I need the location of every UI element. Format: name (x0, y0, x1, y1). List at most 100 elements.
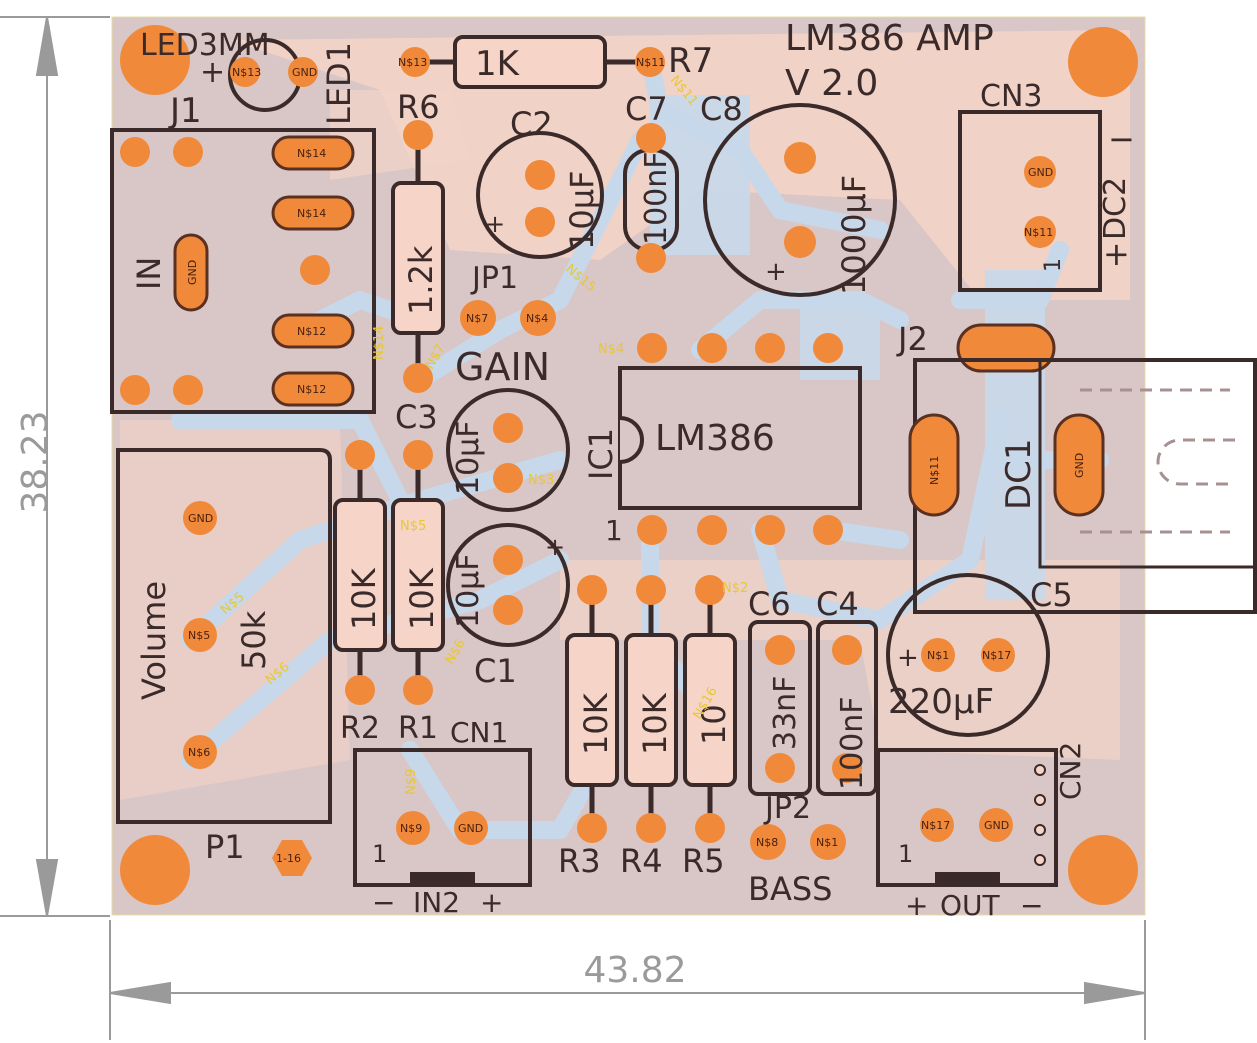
r2-name: R2 (340, 711, 380, 746)
svg-text:N$12: N$12 (297, 325, 326, 338)
led-plus: + (200, 55, 225, 90)
jp2-label: BASS (748, 870, 832, 908)
mounting-hole-bottom-right (1068, 835, 1138, 905)
c4-name: C4 (816, 585, 859, 623)
c7-value: 100nF (639, 151, 674, 245)
c4-value: 100nF (835, 696, 870, 790)
svg-text:N$14: N$14 (297, 207, 326, 220)
svg-text:N$11: N$11 (1024, 226, 1053, 239)
c3-name: C3 (395, 398, 438, 436)
led-package: LED3MM (140, 28, 270, 63)
svg-text:+: + (897, 643, 919, 673)
mounting-hole-bottom-left (120, 835, 190, 905)
c8-capacitor: C8 1000µF + (700, 90, 897, 297)
cn2-minus: − (1020, 889, 1043, 922)
cn3-plus: + (1103, 235, 1130, 273)
jp1-label: GAIN (455, 345, 550, 389)
svg-text:N$9: N$9 (404, 769, 419, 795)
svg-text:N$17: N$17 (982, 649, 1011, 662)
r6-name: R6 (397, 88, 440, 126)
c6-name: C6 (748, 585, 791, 623)
svg-text:N$7: N$7 (466, 312, 488, 325)
c7-name: C7 (625, 90, 668, 128)
r2-value: 10K (345, 567, 383, 630)
ic1-name: IC1 (582, 428, 620, 480)
svg-text:N$11: N$11 (636, 56, 665, 69)
svg-text:N$4: N$4 (598, 342, 624, 357)
c5-capacitor: C5 220µF + N$1 N$17 (886, 573, 1073, 737)
c1-value: 10µF (451, 553, 486, 628)
c8-value: 1000µF (835, 175, 873, 295)
jp1-jumper: JP1 GAIN N$7 N$4 (455, 261, 556, 389)
svg-text:N$2: N$2 (722, 581, 748, 596)
c2-capacitor: C2 10µF + (476, 105, 604, 259)
cn1-label: IN2 (413, 886, 460, 919)
r1-resistor: 10K R1 (391, 440, 445, 746)
dc1-jack: DC1 N$11 GND (908, 358, 1257, 614)
cn2-plus: + (905, 889, 928, 922)
svg-text:1-16: 1-16 (276, 852, 301, 865)
mounting-hole-top-right (1068, 27, 1138, 97)
svg-text:N$6: N$6 (188, 746, 210, 759)
mounting-holes (120, 25, 1138, 905)
c3-capacitor: C3 10µF N$3 (395, 388, 570, 512)
c4-capacitor: C4 100nF (816, 585, 878, 796)
r1-value: 10K (403, 567, 441, 630)
svg-text:GND: GND (1073, 453, 1086, 478)
r5-name: R5 (682, 842, 725, 880)
svg-text:N$5: N$5 (400, 519, 426, 534)
r3-name: R3 (558, 842, 601, 880)
dimension-lines (0, 16, 1146, 1040)
r6-resistor: R6 1.2k (391, 88, 445, 393)
c7-capacitor: C7 100nF (623, 90, 679, 273)
dimension-width: 43.82 (583, 950, 686, 991)
cn2-name: CN2 (1054, 742, 1087, 800)
c3-value: 10µF (451, 420, 486, 495)
cn1-connector: CN1 1 − IN2 + N$9 GND (353, 716, 532, 919)
c6-value: 33nF (768, 676, 803, 750)
j1-name: J1 (168, 91, 202, 131)
p1-value: 50k (235, 610, 273, 670)
c2-value: 10µF (563, 171, 601, 250)
svg-text:+: + (765, 257, 787, 287)
svg-text:N$17: N$17 (921, 819, 950, 832)
svg-text:N$12: N$12 (297, 383, 326, 396)
cn3-pin1: 1 (1041, 258, 1066, 272)
cn3-label: DC2 (1098, 177, 1133, 240)
j2-name: J2 (896, 320, 928, 358)
svg-text:GND: GND (984, 819, 1009, 832)
led-name: LED1 (320, 42, 358, 125)
board-title: LM386 AMP (785, 18, 994, 59)
svg-text:N$3: N$3 (528, 473, 554, 488)
cn2-connector: CN2 1 + OUT − N$17 GND (876, 742, 1087, 922)
cn2-pin1: 1 (898, 840, 913, 868)
mounting-hole-top-left (120, 25, 190, 95)
svg-text:N$14: N$14 (372, 325, 387, 360)
svg-text:N$4: N$4 (526, 312, 548, 325)
ic1-lm386: LM386 IC1 1 N$4 (582, 333, 862, 547)
c1-capacitor: C1 10µF + (446, 523, 570, 690)
ic1-pin1: 1 (605, 514, 623, 547)
c6-capacitor: C6 33nF (748, 585, 812, 796)
cn3-connector: CN3 DC2 + − 1 GND N$11 (958, 79, 1135, 292)
cn1-minus: − (372, 886, 395, 919)
dc1-name: DC1 (999, 438, 1039, 510)
r3-value: 10K (577, 692, 615, 755)
cn1-name: CN1 (450, 716, 508, 749)
via-hole: 1-16 (272, 840, 312, 876)
jp2-name: JP2 (763, 791, 811, 826)
jp1-name: JP1 (470, 261, 518, 296)
r4-resistor: 10K R4 (620, 575, 678, 880)
svg-text:N$5: N$5 (188, 629, 210, 642)
svg-text:GND: GND (1028, 166, 1053, 179)
j1-label: IN (130, 257, 168, 290)
r1-name: R1 (398, 711, 438, 746)
ic1-value: LM386 (655, 418, 775, 459)
svg-text:N$13: N$13 (232, 66, 261, 79)
cn1-plus: + (480, 886, 503, 919)
p1-name: P1 (205, 828, 245, 866)
svg-text:GND: GND (458, 822, 483, 835)
svg-text:GND: GND (292, 66, 317, 79)
svg-text:N$13: N$13 (398, 56, 427, 69)
